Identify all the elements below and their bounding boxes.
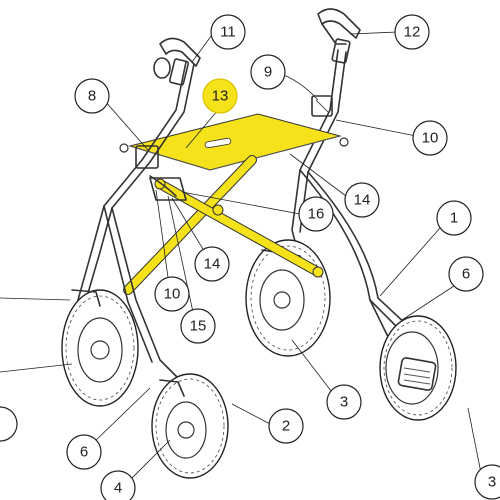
handle-grip-right (317, 8, 361, 64)
callout-14-right-label: 14 (354, 192, 371, 209)
callout-13: 13 (202, 78, 238, 114)
callout-13-label: 13 (212, 88, 229, 105)
front-left-wheel (61, 289, 139, 407)
callout-9: 9 (250, 54, 286, 90)
rear-left-wheel (151, 373, 229, 479)
callout-11-label: 11 (220, 24, 236, 41)
callout-2-label: 2 (282, 418, 290, 435)
callout-10-center-label: 10 (164, 286, 181, 303)
callout-12: 12 (394, 14, 430, 50)
callout-14-center-label: 14 (204, 256, 221, 273)
callout-2: 2 (268, 408, 304, 444)
callout-1-label: 1 (450, 210, 458, 227)
callout-14-center: 14 (194, 246, 230, 282)
callout-12-label: 12 (404, 24, 421, 41)
callout-16-label: 16 (308, 206, 325, 223)
callout-1: 1 (436, 200, 472, 236)
callout-3-center: 3 (326, 384, 362, 420)
handle-grip-left (153, 37, 201, 86)
callout-14-right: 14 (344, 182, 380, 218)
callout-11: 11 (210, 14, 246, 50)
front-left-frame (77, 61, 195, 381)
callout-9-label: 9 (264, 64, 272, 81)
callout-10-center: 10 (154, 276, 190, 312)
callout-16: 16 (298, 196, 334, 232)
callout-3-corner-label: 3 (488, 474, 496, 491)
seat-panel (119, 113, 349, 171)
callout-8: 8 (74, 78, 110, 114)
callout-10-right-label: 10 (422, 130, 439, 147)
callout-partial-left (0, 406, 18, 442)
callout-10-right: 10 (412, 120, 448, 156)
callout-15: 15 (180, 308, 216, 344)
callout-6-left: 6 (66, 434, 102, 470)
callout-6-left-label: 6 (80, 444, 88, 461)
height-adjust-block (311, 95, 333, 117)
callout-3-corner: 3 (474, 464, 500, 500)
callout-6-right: 6 (448, 256, 484, 292)
callout-3-center-label: 3 (340, 394, 348, 411)
callout-6-right-label: 6 (462, 266, 470, 283)
callout-4-label: 4 (114, 480, 122, 497)
callout-8-label: 8 (88, 88, 96, 105)
callout-15-label: 15 (190, 318, 207, 335)
rear-right-wheel (379, 315, 457, 421)
callout-4: 4 (100, 470, 136, 500)
leader-lines (0, 31, 485, 491)
brake-block-left (135, 145, 177, 197)
